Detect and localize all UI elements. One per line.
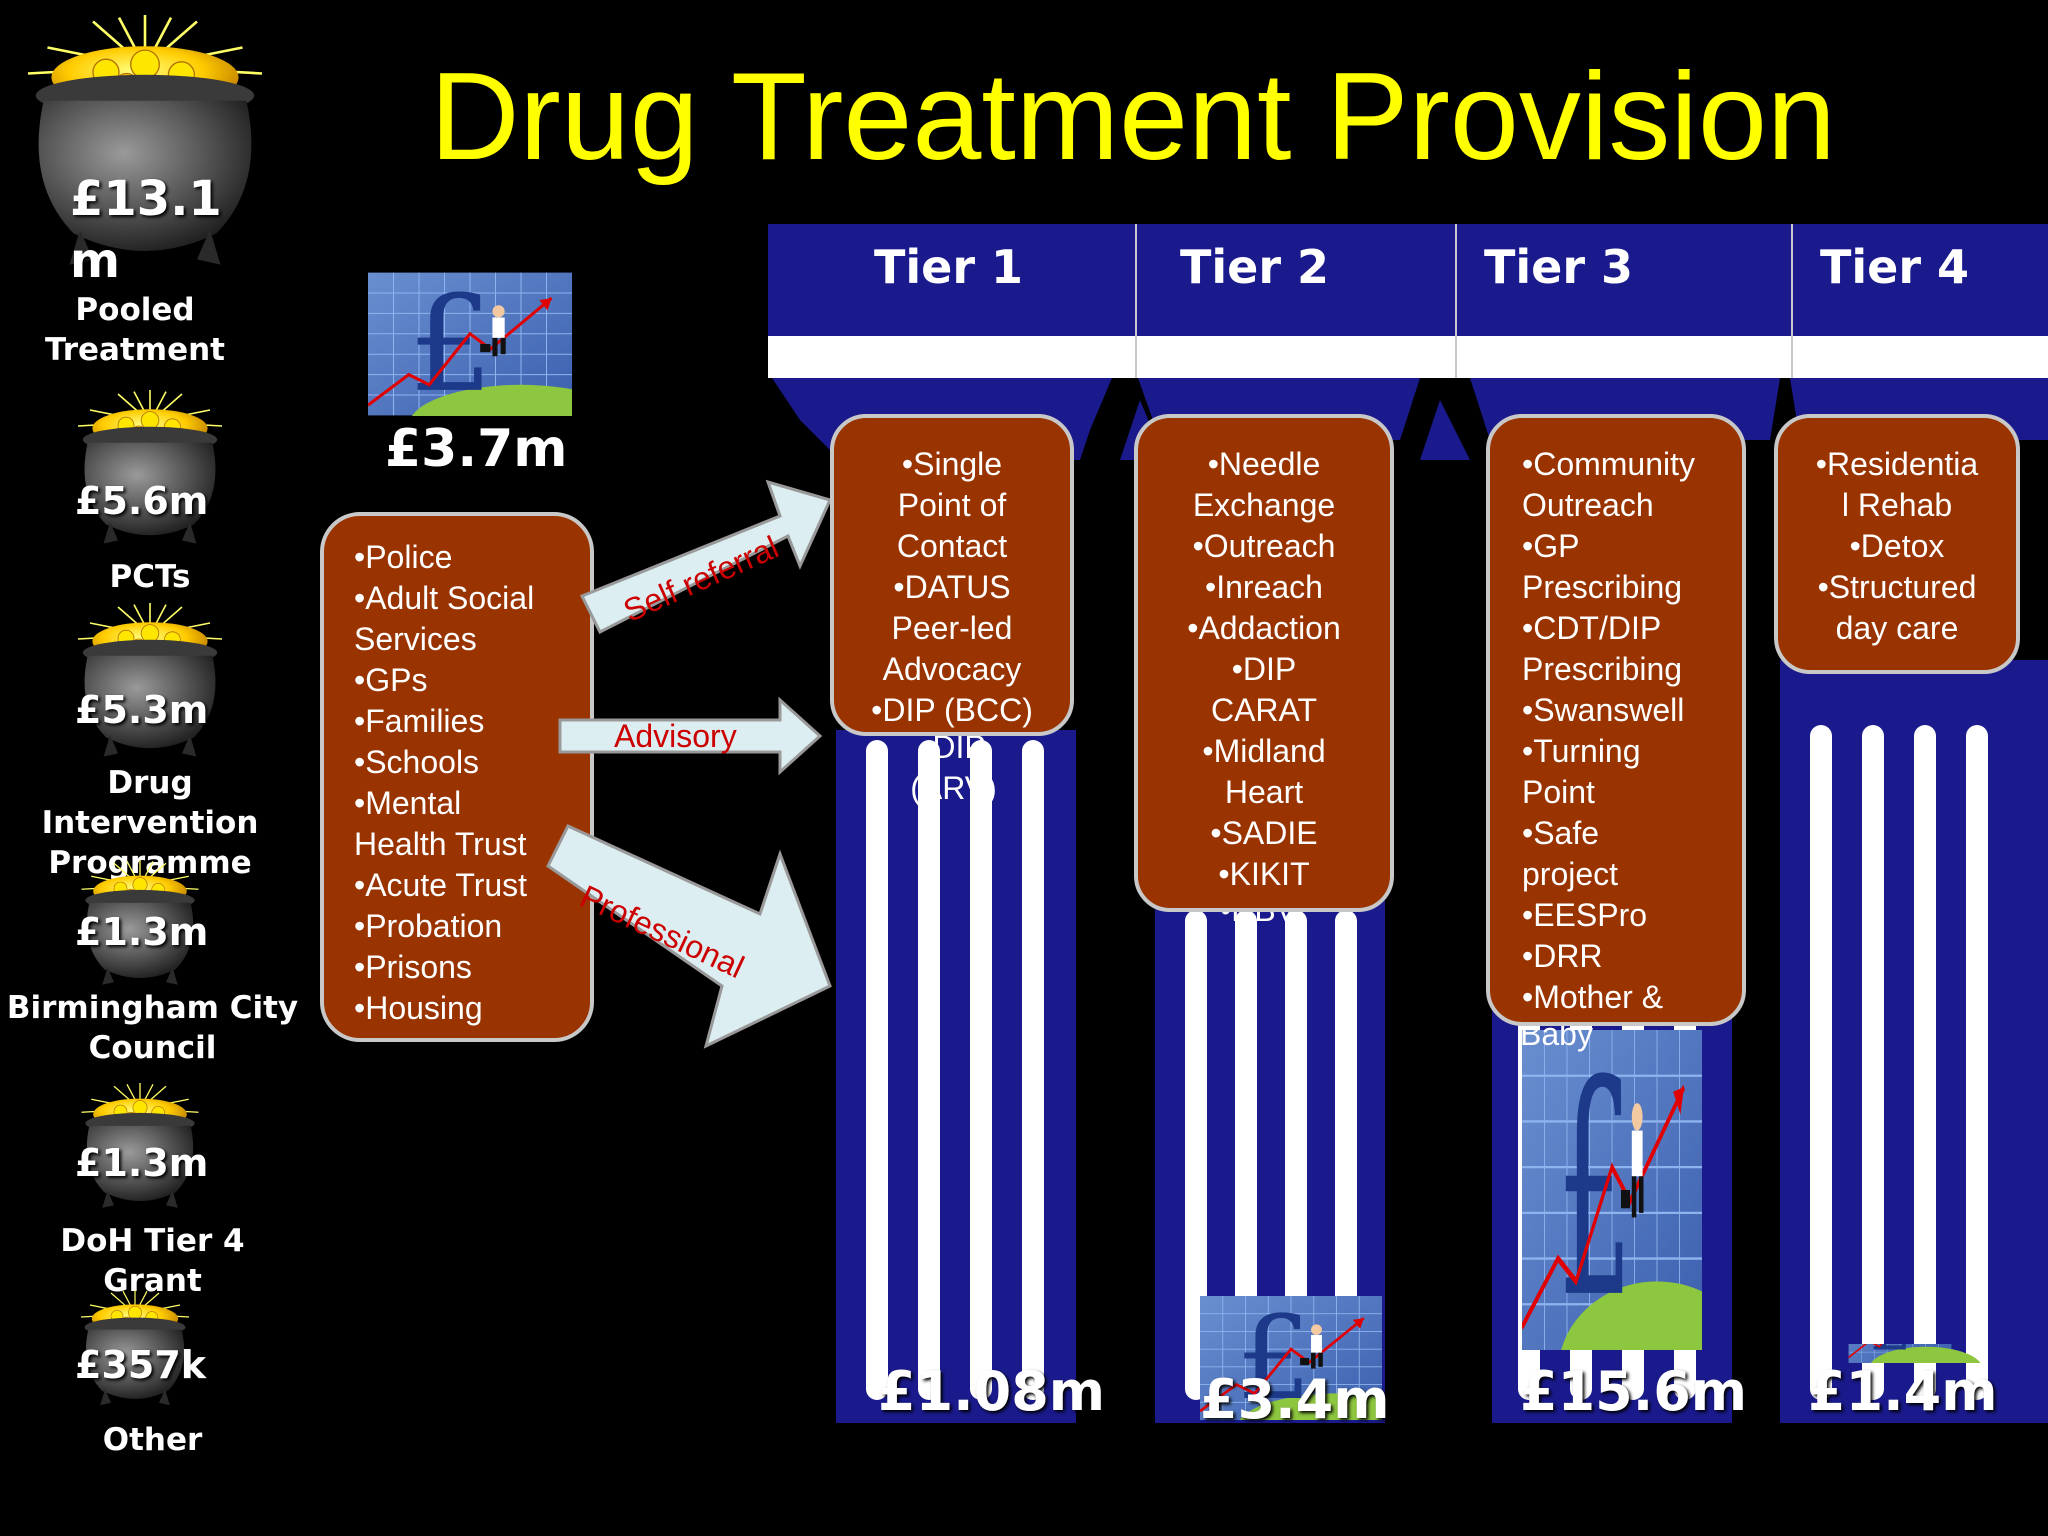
tier-2-amount: £3.4m bbox=[1200, 1368, 1390, 1431]
fund-amount: £1.3m bbox=[75, 910, 209, 954]
fund-label: PCTs bbox=[109, 559, 191, 595]
advisory-label: Advisory bbox=[614, 718, 737, 754]
tier-2-header: Tier 2 bbox=[1180, 240, 1330, 294]
fund-amount: £5.6m bbox=[75, 479, 209, 523]
fund-amount: £357k bbox=[75, 1343, 207, 1387]
tier-3-header: Tier 3 bbox=[1484, 240, 1634, 294]
tier-1-overflow: •DIP(ARV) bbox=[910, 729, 997, 806]
fund-other: £357k Other bbox=[60, 1285, 260, 1465]
tier-3-amount: £15.6m bbox=[1520, 1360, 1748, 1423]
fund-pcts: £5.6m PCTs bbox=[60, 385, 300, 605]
fund-label: Other bbox=[102, 1422, 203, 1458]
page-title: Drug Treatment Provision bbox=[430, 48, 1836, 186]
tier-4-header: Tier 4 bbox=[1820, 240, 1970, 294]
fund-amount: £1.3m bbox=[75, 1141, 209, 1185]
tier-1-amount: £1.08m bbox=[878, 1360, 1106, 1423]
chart-icon-amount: £3.7m bbox=[385, 419, 568, 479]
fund-amount: £5.3m bbox=[75, 688, 209, 732]
tier-1-header: Tier 1 bbox=[874, 240, 1024, 294]
fund-amount: £13.1 m bbox=[70, 171, 222, 289]
tier-4-amount: £1.4m bbox=[1808, 1360, 1998, 1423]
